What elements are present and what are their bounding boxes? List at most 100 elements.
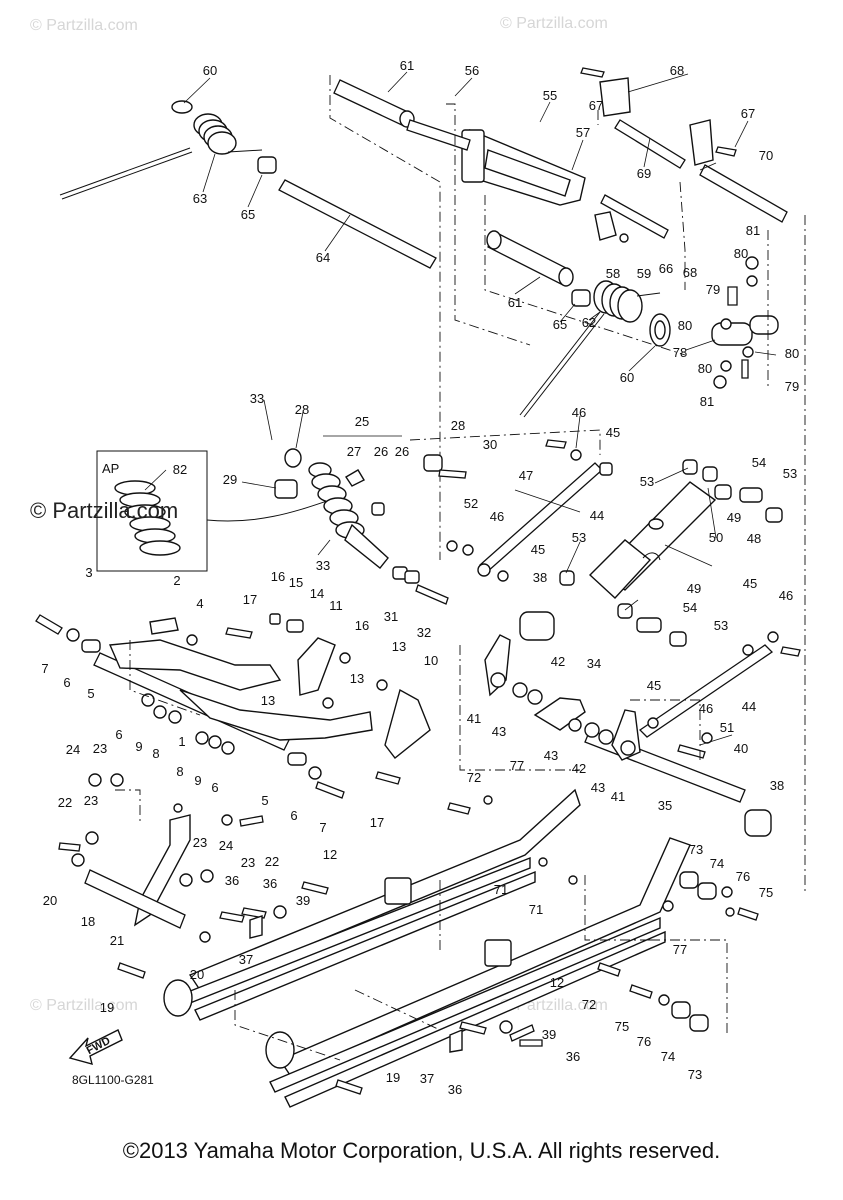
callout-71: 71 bbox=[529, 902, 543, 917]
callout-23: 23 bbox=[241, 855, 255, 870]
callout-74: 74 bbox=[661, 1049, 675, 1064]
callout-9: 9 bbox=[194, 773, 201, 788]
callout-56: 56 bbox=[465, 63, 479, 78]
shock-assembly: AP bbox=[96, 439, 783, 647]
callout-79: 79 bbox=[706, 282, 720, 297]
callout-28: 28 bbox=[451, 418, 465, 433]
callout-33: 33 bbox=[316, 558, 330, 573]
callout-53: 53 bbox=[640, 474, 654, 489]
callout-17: 17 bbox=[243, 592, 257, 607]
callout-16: 16 bbox=[355, 618, 369, 633]
inset-label: AP bbox=[102, 461, 119, 476]
callout-75: 75 bbox=[759, 885, 773, 900]
callout-8: 8 bbox=[152, 746, 159, 761]
callout-25: 25 bbox=[355, 414, 369, 429]
callout-22: 22 bbox=[265, 854, 279, 869]
callout-41: 41 bbox=[611, 789, 625, 804]
callout-65: 65 bbox=[553, 317, 567, 332]
torsion-spring-left bbox=[193, 113, 263, 155]
shock-spring bbox=[308, 462, 365, 539]
callout-4: 4 bbox=[196, 596, 203, 611]
drawing-code: 8GL1100-G281 bbox=[72, 1073, 154, 1087]
watermark-top-right: © Partzilla.com bbox=[500, 15, 608, 32]
callout-51: 51 bbox=[720, 720, 734, 735]
callout-60: 60 bbox=[620, 370, 634, 385]
callout-45: 45 bbox=[606, 425, 620, 440]
callout-69: 69 bbox=[637, 166, 651, 181]
callout-43: 43 bbox=[544, 748, 558, 763]
callout-40: 40 bbox=[734, 741, 748, 756]
callout-8: 8 bbox=[176, 764, 183, 779]
callout-18: 18 bbox=[81, 914, 95, 929]
callout-38: 38 bbox=[533, 570, 547, 585]
skid-rail-right bbox=[265, 837, 691, 1108]
callout-12: 12 bbox=[323, 847, 337, 862]
callout-60: 60 bbox=[203, 63, 217, 78]
callout-81: 81 bbox=[746, 223, 760, 238]
callout-31: 31 bbox=[384, 609, 398, 624]
callout-42: 42 bbox=[551, 654, 565, 669]
callout-5: 5 bbox=[261, 793, 268, 808]
callout-50: 50 bbox=[709, 530, 723, 545]
callout-41: 41 bbox=[467, 711, 481, 726]
callout-19: 19 bbox=[386, 1070, 400, 1085]
callout-5: 5 bbox=[87, 686, 94, 701]
callout-7: 7 bbox=[319, 820, 326, 835]
inset-spring bbox=[114, 480, 181, 556]
callout-49: 49 bbox=[727, 510, 741, 525]
callout-63: 63 bbox=[193, 191, 207, 206]
callout-65: 65 bbox=[241, 207, 255, 222]
callout-64: 64 bbox=[316, 250, 330, 265]
callout-76: 76 bbox=[736, 869, 750, 884]
callout-80: 80 bbox=[678, 318, 692, 333]
callout-72: 72 bbox=[582, 997, 596, 1012]
callout-22: 22 bbox=[58, 795, 72, 810]
callout-34: 34 bbox=[587, 656, 601, 671]
callout-20: 20 bbox=[43, 893, 57, 908]
callout-49: 49 bbox=[687, 581, 701, 596]
callout-55: 55 bbox=[543, 88, 557, 103]
leader-lines bbox=[144, 71, 777, 746]
callout-21: 21 bbox=[110, 933, 124, 948]
callout-30: 30 bbox=[483, 437, 497, 452]
callout-38: 38 bbox=[770, 778, 784, 793]
callout-80: 80 bbox=[734, 246, 748, 261]
callout-33: 33 bbox=[250, 391, 264, 406]
callout-19: 19 bbox=[100, 1000, 114, 1015]
callout-24: 24 bbox=[66, 742, 80, 757]
fwd-arrow-icon bbox=[68, 1029, 123, 1065]
callout-43: 43 bbox=[591, 780, 605, 795]
callout-26: 26 bbox=[374, 444, 388, 459]
callout-26: 26 bbox=[395, 444, 409, 459]
callout-35: 35 bbox=[658, 798, 672, 813]
callout-3: 3 bbox=[85, 565, 92, 580]
callout-59: 59 bbox=[637, 266, 651, 281]
inset-box bbox=[96, 450, 208, 572]
callout-37: 37 bbox=[420, 1071, 434, 1086]
callout-32: 32 bbox=[417, 625, 431, 640]
callout-29: 29 bbox=[223, 472, 237, 487]
callout-45: 45 bbox=[531, 542, 545, 557]
callout-54: 54 bbox=[752, 455, 766, 470]
rear-suspension bbox=[35, 611, 801, 1108]
callout-28: 28 bbox=[295, 402, 309, 417]
watermark-top-left: © Partzilla.com bbox=[30, 17, 138, 34]
callout-23: 23 bbox=[93, 741, 107, 756]
callout-36: 36 bbox=[225, 873, 239, 888]
callout-24: 24 bbox=[219, 838, 233, 853]
callout-53: 53 bbox=[572, 530, 586, 545]
callout-15: 15 bbox=[289, 575, 303, 590]
callout-68: 68 bbox=[683, 265, 697, 280]
callout-10: 10 bbox=[424, 653, 438, 668]
callout-80: 80 bbox=[785, 346, 799, 361]
callout-76: 76 bbox=[637, 1034, 651, 1049]
callout-73: 73 bbox=[688, 1067, 702, 1082]
callout-75: 75 bbox=[615, 1019, 629, 1034]
callout-46: 46 bbox=[572, 405, 586, 420]
callout-9: 9 bbox=[135, 739, 142, 754]
callout-45: 45 bbox=[647, 678, 661, 693]
callout-37: 37 bbox=[239, 952, 253, 967]
callout-71: 71 bbox=[494, 882, 508, 897]
callout-58: 58 bbox=[606, 266, 620, 281]
